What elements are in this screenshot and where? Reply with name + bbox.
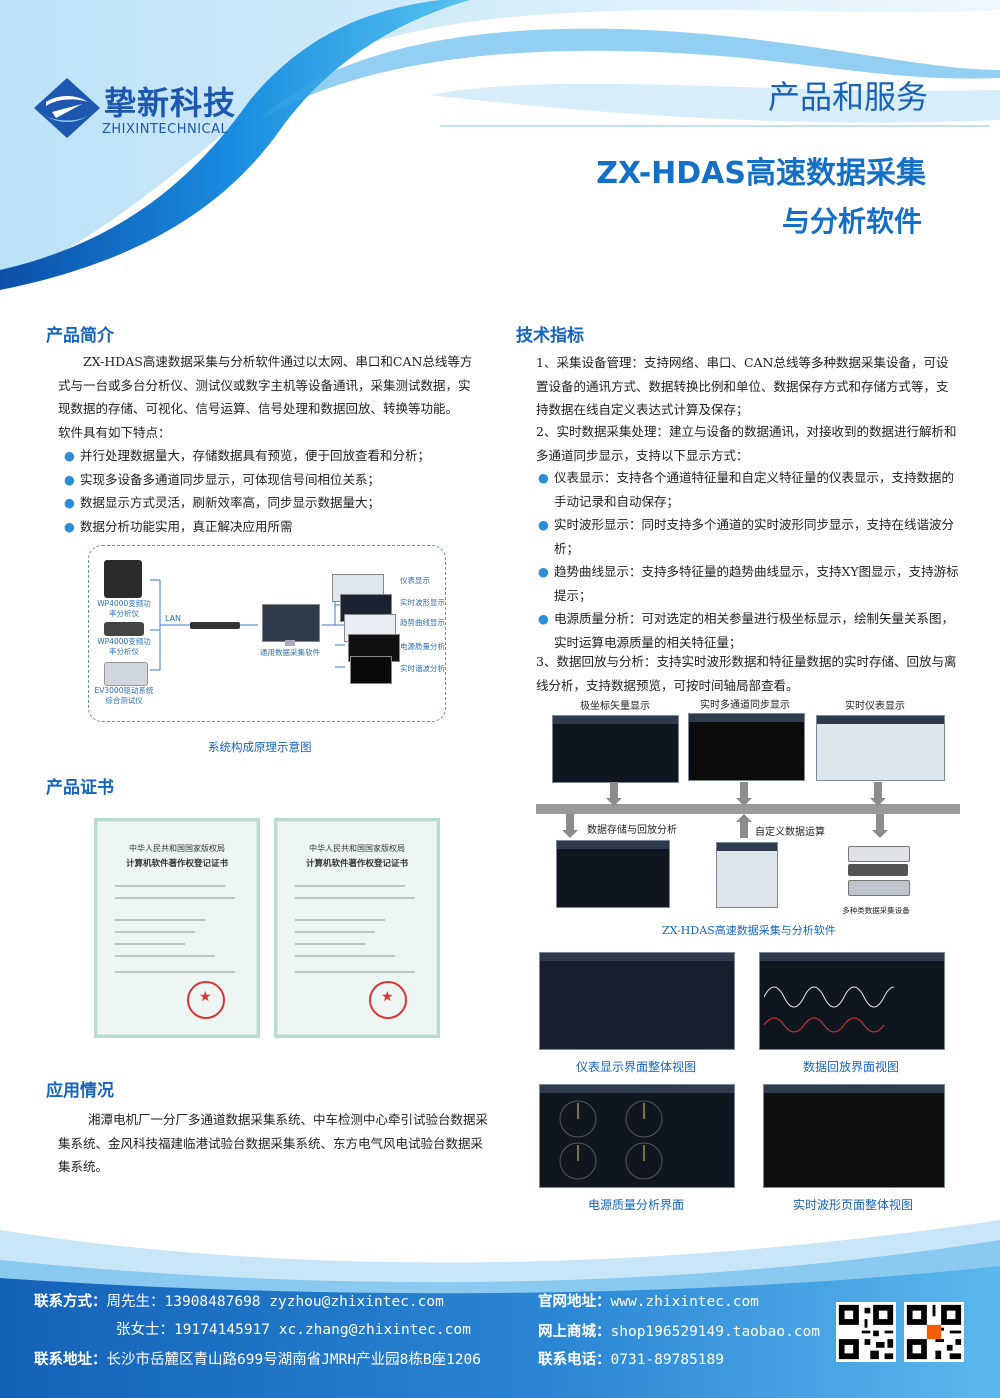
cert-subtitle: 计算机软件著作权登记证书 — [125, 859, 228, 869]
analyzer-device — [104, 560, 142, 598]
brand-name-en: ZHIXINTECHNICAL — [102, 122, 229, 137]
lan-label: LAN — [164, 614, 182, 623]
address-text: 长沙市岳麓区青山路699号湖南省JMRH产业园8栋B座1206 — [106, 1352, 482, 1368]
tech-heading: 技术指标 — [516, 326, 584, 346]
arch-caption: ZX-HDAS高速数据采集与分析软件 — [662, 924, 836, 937]
shop-row: 网上商城：shop196529149.taobao.com — [538, 1320, 820, 1341]
acquisition-device — [848, 880, 910, 896]
diagram-caption: 系统构成原理示意图 — [208, 740, 312, 754]
website-label: 官网地址： — [538, 1294, 611, 1310]
phone-label: 联系电话： — [538, 1352, 611, 1368]
arch-label: 实时仪表显示 — [845, 701, 905, 712]
multichannel-view-thumbnail — [688, 713, 805, 781]
screenshot-caption: 数据回放界面视图 — [802, 1060, 899, 1074]
tech-bullet-list: ●仪表显示：支持各个通道特征量和自定义特征量的仪表显示，支持数据的手动记录和自动… — [536, 466, 960, 654]
arch-label: 数据存储与回放分析 — [587, 825, 677, 836]
arch-label: 极坐标矢量显示 — [580, 701, 650, 712]
phone-row: 联系电话：0731-89785189 — [538, 1348, 724, 1369]
footer-swoosh — [0, 1220, 1000, 1398]
intro-heading: 产品简介 — [46, 326, 114, 346]
device-label: EV3000驱动系统综合测试仪 — [94, 686, 154, 705]
playback-ui-screenshot — [759, 952, 945, 1050]
power-quality-ui-screenshot — [539, 1084, 735, 1188]
shop-label: 网上商城： — [538, 1324, 611, 1340]
list-item: ●数据分析功能实用，真正解决应用所需 — [64, 518, 293, 534]
shop-link[interactable]: shop196529149.taobao.com — [610, 1324, 821, 1340]
application-paragraph: 湘潭电机厂一分厂多通道数据采集系统、中车检测中心牵引试验台数据采集系统、金风科技… — [58, 1112, 489, 1174]
view-thumbnail — [350, 656, 392, 684]
cert-subtitle: 计算机软件著作权登记证书 — [305, 859, 408, 869]
cert-title: 中华人民共和国国家版权局 — [129, 844, 225, 853]
network-switch — [190, 622, 240, 629]
brand-name-cn: 挚新科技 — [104, 84, 237, 122]
meter-ui-screenshot — [539, 952, 735, 1050]
view-label: 实时谐波分析 — [400, 664, 445, 673]
tech-item-3: 3、数据回放与分析：支持实时波形数据和特征量数据的实时存储、回放与离线分析，支持… — [536, 654, 957, 693]
company-logo-icon — [34, 78, 100, 138]
contact-row-1: 联系方式：周先生：13908487698 zyzhou@zhixintec.co… — [34, 1290, 444, 1311]
software-monitor — [262, 604, 320, 642]
application-heading: 应用情况 — [46, 1081, 114, 1101]
list-item: ●趋势曲线显示：支持多特征量的趋势曲线显示，支持XY图显示，支持游标提示； — [538, 564, 959, 603]
view-label: 电源质量分析 — [400, 642, 445, 651]
address-row: 联系地址：长沙市岳麓区青山路699号湖南省JMRH产业园8栋B座1206 — [34, 1348, 481, 1369]
banner-title: 产品和服务 — [767, 78, 928, 116]
feature-list: ●并行处理数据量大，存储数据具有预览，便于回放查看和分析； ●实现多设备多通道同… — [62, 444, 482, 538]
custom-calc-thumbnail — [716, 842, 778, 908]
list-item: ●仪表显示：支持各个通道特征量和自定义特征量的仪表显示，支持数据的手动记录和自动… — [538, 470, 955, 509]
website-row: 官网地址：www.zhixintec.com — [538, 1290, 759, 1311]
certificates-heading: 产品证书 — [46, 778, 114, 798]
qr-code-icon — [836, 1302, 896, 1362]
arch-connector — [536, 782, 960, 838]
view-label: 仪表显示 — [400, 576, 430, 585]
red-seal-icon: ★ — [187, 981, 225, 1019]
list-item: ●并行处理数据量大，存储数据具有预览，便于回放查看和分析； — [64, 448, 431, 463]
certificate-2: 中华人民共和国国家版权局 计算机软件著作权登记证书 ★ — [274, 818, 440, 1038]
meter-view-thumbnail — [816, 715, 945, 781]
product-title-line1: ZX-HDAS高速数据采集 — [596, 156, 926, 191]
red-seal-icon: ★ — [369, 981, 407, 1019]
taobao-qr-code-icon — [904, 1302, 964, 1362]
test-device — [104, 662, 148, 686]
view-label: 趋势曲线显示 — [400, 618, 445, 627]
arch-label: 实时多通道同步显示 — [700, 700, 790, 711]
analyzer-device — [104, 622, 144, 636]
header-swoosh — [0, 0, 1000, 290]
acquisition-device — [848, 864, 908, 876]
address-label: 联系地址： — [34, 1352, 107, 1368]
software-label: 通用数据采集软件 — [260, 648, 320, 657]
switch-device — [848, 846, 910, 862]
playback-view-thumbnail — [556, 840, 670, 908]
features-intro: 软件具有如下特点： — [58, 425, 171, 440]
screenshot-caption: 电源质量分析界面 — [587, 1198, 684, 1212]
phone-number: 0731-89785189 — [610, 1352, 725, 1368]
view-label: 实时波形显示 — [400, 598, 445, 607]
intro-paragraph: ZX-HDAS高速数据采集与分析软件通过以太网、串口和CAN总线等方式与一台或多… — [58, 354, 473, 416]
list-item: ●电源质量分析：可对选定的相关参量进行极坐标显示，绘制矢量关系图，实时运算电源质… — [538, 611, 955, 650]
device-label: WP4000变频功率分析仪 — [97, 637, 151, 656]
system-diagram — [88, 545, 446, 722]
tech-item-2: 2、实时数据采集处理：建立与设备的数据通讯，对接收到的数据进行解析和多通道同步显… — [536, 424, 957, 463]
website-link[interactable]: www.zhixintec.com — [610, 1294, 759, 1310]
list-item: ●数据显示方式灵活，刷新效率高，同步显示数据量大； — [64, 495, 381, 510]
tech-item-1: 1、采集设备管理：支持网络、串口、CAN总线等多种数据采集设备，可设置设备的通讯… — [536, 355, 949, 417]
device-label: WP4000变频功率分析仪 — [97, 599, 151, 618]
screenshot-caption: 仪表显示界面整体视图 — [575, 1060, 696, 1074]
polar-view-thumbnail — [552, 715, 679, 783]
certificate-1: 中华人民共和国国家版权局 计算机软件著作权登记证书 ★ — [94, 818, 260, 1038]
screenshot-caption: 实时波形页面整体视图 — [792, 1198, 913, 1212]
arch-label: 自定义数据运算 — [755, 827, 825, 838]
list-item: ●实时波形显示：同时支持多个通道的实时波形同步显示，支持在线谐波分析； — [538, 517, 955, 556]
arch-label: 多种类数据采集设备 — [842, 906, 910, 915]
product-title-line2: 与分析软件 — [781, 205, 922, 238]
contact-row-2: 张女士：19174145917 xc.zhang@zhixintec.com — [116, 1322, 471, 1338]
waveform-ui-screenshot — [763, 1084, 945, 1188]
monitor-stand — [285, 640, 295, 646]
contact-person-1: 周先生：13908487698 zyzhou@zhixintec.com — [106, 1294, 444, 1310]
contact-label: 联系方式： — [34, 1294, 107, 1310]
list-item: ●实现多设备多通道同步显示，可体现信号间相位关系； — [64, 471, 381, 487]
cert-title: 中华人民共和国国家版权局 — [309, 844, 405, 853]
